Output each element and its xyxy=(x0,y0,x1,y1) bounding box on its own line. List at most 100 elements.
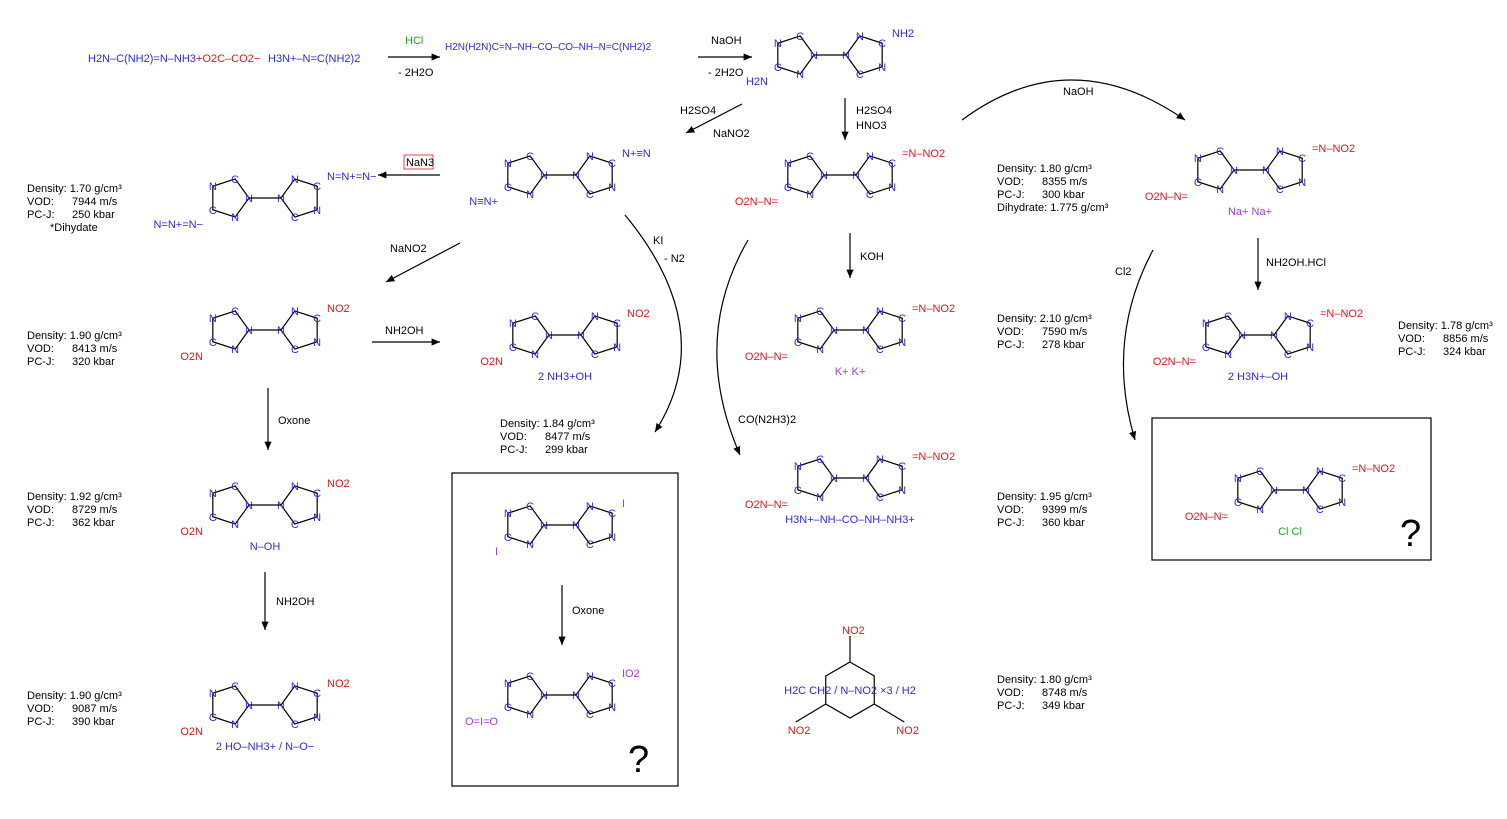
ring-atom: N xyxy=(540,520,548,532)
pressure-value: 390 kbar xyxy=(72,716,115,728)
molecules: NNCNCNNCNCH2NNH2NNCNCNNCNCN≡N+N+≡NNNCNCN… xyxy=(153,28,1395,753)
counterion: H3N+–NH–CO–NH–NH3+ xyxy=(785,514,915,526)
triazole-ring xyxy=(575,675,613,715)
ring-atom: C xyxy=(1338,473,1346,485)
left-substituent: O2N–N= xyxy=(1145,191,1188,203)
right-substituent: =N–NO2 xyxy=(912,303,955,315)
aminoguanidinium: H2N–C(NH2)=N–NH3+ xyxy=(88,53,202,65)
ring-atom: C xyxy=(209,712,217,724)
ring-atom: N xyxy=(526,189,534,201)
ring-atom: C xyxy=(586,539,594,551)
vod-value: 8856 m/s xyxy=(1443,333,1489,345)
reagent-nh2oh-2: NH2OH xyxy=(276,596,315,608)
ring-atom: C xyxy=(796,31,804,43)
left-substituent: O2N xyxy=(180,526,203,538)
ring-atom: N xyxy=(291,681,299,693)
right-substituent: NO2 xyxy=(327,478,350,490)
ring-atom: N xyxy=(613,342,621,354)
ring-atom: N xyxy=(231,344,239,356)
vod-value: 8355 m/s xyxy=(1042,176,1088,188)
ring-atom: N xyxy=(504,158,512,170)
counterion: Na+ Na+ xyxy=(1228,206,1272,218)
triazole-ring xyxy=(212,685,250,725)
ring-atom: N xyxy=(898,337,906,349)
triazole-ring xyxy=(1205,315,1243,355)
vod-label: VOD: xyxy=(27,343,54,355)
ring-atom: C xyxy=(209,205,217,217)
right-substituent: N+≡N xyxy=(622,148,651,160)
reagent-ki: KI xyxy=(653,235,663,247)
ring-atom: N xyxy=(608,182,616,194)
ring-atom: N xyxy=(794,461,802,473)
triazole-ring xyxy=(212,310,250,350)
reagent-h2so4-2: H2SO4 xyxy=(856,105,892,117)
ring-atom: N xyxy=(313,337,321,349)
pressure-label: PC-J: xyxy=(27,356,55,368)
iodo-box xyxy=(451,472,679,787)
ring-atom: C xyxy=(856,69,864,81)
vod-value: 7590 m/s xyxy=(1042,326,1088,338)
left-substituent: O2N–N= xyxy=(745,499,788,511)
ring-atom: N xyxy=(245,500,253,512)
pressure-label: PC-J: xyxy=(27,517,55,529)
nitro-group: NO2 xyxy=(896,725,919,737)
ring-atom: N xyxy=(806,189,814,201)
rdx-label: H2C CH2 / N–NO2 ×3 / H2 xyxy=(784,685,916,697)
ring-atom: C xyxy=(526,671,534,683)
vod-label: VOD: xyxy=(27,703,54,715)
counterion: 2 HO–NH3+ / N–O− xyxy=(216,741,314,753)
ring-atom: C xyxy=(209,512,217,524)
left-substituent: O2N xyxy=(180,726,203,738)
right-substituent: NH2 xyxy=(892,28,914,40)
ring-atom: N xyxy=(277,325,285,337)
ring-atom: N xyxy=(526,539,534,551)
triazole-ring xyxy=(575,155,613,195)
triazole-ring xyxy=(797,458,835,498)
triazole-ring xyxy=(1237,470,1275,510)
right-substituent: =N–NO2 xyxy=(912,451,955,463)
ring-atom: N xyxy=(277,500,285,512)
right-substituent: NO2 xyxy=(327,303,350,315)
ring-atom: C xyxy=(504,532,512,544)
ring-atom: C xyxy=(876,492,884,504)
ring-atom: N xyxy=(1298,177,1306,189)
ring-atom: C xyxy=(531,311,539,323)
ring-atom: N xyxy=(1234,473,1242,485)
ring-atom: C xyxy=(1284,349,1292,361)
ring-atom: N xyxy=(878,62,886,74)
pressure-label: PC-J: xyxy=(1398,346,1426,358)
ring-atom: N xyxy=(1230,165,1238,177)
left-substituent: I xyxy=(495,546,498,558)
ring-atom: C xyxy=(1306,318,1314,330)
triazole-ring xyxy=(507,675,545,715)
ring-atom: N xyxy=(1216,184,1224,196)
vod-label: VOD: xyxy=(997,687,1024,699)
counterion: 2 NH3+OH xyxy=(538,371,592,383)
ring-atom: C xyxy=(1298,153,1306,165)
vod-value: 7944 m/s xyxy=(72,196,118,208)
ring-atom: C xyxy=(526,151,534,163)
nitro-group: NO2 xyxy=(842,625,865,637)
ring-atom: C xyxy=(898,461,906,473)
ring-atom: N xyxy=(1306,342,1314,354)
ring-atom: N xyxy=(774,38,782,50)
ring-atom: N xyxy=(526,709,534,721)
ring-atom: C xyxy=(291,344,299,356)
ring-atom: C xyxy=(526,501,534,513)
left-substituent: O2N–N= xyxy=(1153,356,1196,368)
ring-atom: N xyxy=(866,151,874,163)
vod-label: VOD: xyxy=(997,504,1024,516)
pressure-value: 278 kbar xyxy=(1042,339,1085,351)
density: Density: 1.80 g/cm³ xyxy=(997,674,1092,686)
ring-atom: C xyxy=(586,709,594,721)
ring-atom: C xyxy=(291,519,299,531)
ring-atom: C xyxy=(608,678,616,690)
ring-atom: C xyxy=(231,174,239,186)
